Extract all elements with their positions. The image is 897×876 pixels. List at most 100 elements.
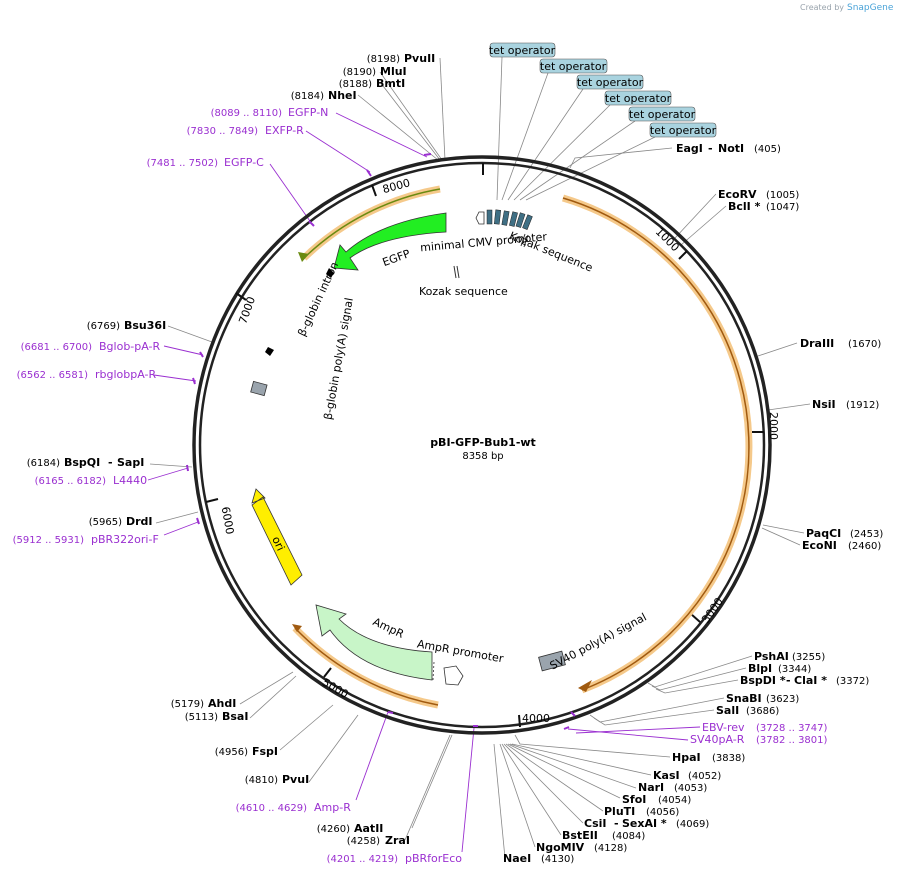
bglobin-polya-label: β-globin poly(A) signal: [322, 297, 356, 421]
enzyme-label[interactable]: ClaI *: [794, 674, 827, 687]
enzyme-label[interactable]: NaeI: [503, 852, 531, 865]
enzyme-label[interactable]: EcoNI: [802, 539, 837, 552]
primer-range: (3782 .. 3801): [756, 735, 828, 746]
enzyme-label[interactable]: SalI: [716, 704, 739, 717]
enzyme-label[interactable]: BlpI: [748, 662, 772, 675]
egfp-feature[interactable]: [333, 212, 447, 271]
primer-label[interactable]: pBRforEco: [405, 852, 462, 865]
enzyme-pos: (405): [754, 144, 781, 155]
enzyme-pos: (4053): [674, 783, 707, 794]
enzyme-pos: (3838): [712, 753, 745, 764]
plasmid-length: 8358 bp: [462, 451, 503, 462]
primer-range: (5912 .. 5931): [13, 535, 85, 546]
enzyme-label[interactable]: BsaI: [222, 710, 248, 723]
enzyme-label[interactable]: MluI: [380, 65, 407, 78]
enzyme-pos: (8198): [367, 54, 400, 65]
enzyme-label[interactable]: SapI: [117, 456, 144, 469]
primer-marks: [186, 153, 576, 730]
enzyme-label[interactable]: NotI: [718, 142, 744, 155]
enzyme-label[interactable]: BspDI *: [740, 674, 786, 687]
primer-range: (7481 .. 7502): [147, 158, 219, 169]
tet-operator-label-6: tet operator: [650, 124, 717, 137]
enzyme-label[interactable]: AhdI: [208, 697, 236, 710]
enzyme-pos: (4054): [658, 795, 691, 806]
bglobin-intron-mark: [326, 268, 334, 278]
primer-label[interactable]: Amp-R: [314, 801, 351, 814]
enzyme-pos: (4810): [245, 775, 278, 786]
leader-lines: [149, 56, 811, 859]
enzyme-label[interactable]: SexAI *: [622, 817, 667, 830]
kozak-label-1: Kozak sequence: [507, 229, 594, 274]
minimal-cmv-feature[interactable]: [475, 211, 485, 225]
enzyme-label[interactable]: FspI: [252, 745, 278, 758]
enzyme-pos: (4956): [215, 747, 248, 758]
primer-label[interactable]: EGFP-N: [288, 106, 328, 119]
tet-operator-box-6[interactable]: [649, 122, 717, 138]
enzyme-pos: (6184): [27, 458, 60, 469]
enzyme-label[interactable]: HpaI: [672, 751, 701, 764]
orf-arrow-head-top: [298, 252, 309, 262]
enzyme-pos: (8190): [343, 67, 376, 78]
enzyme-pos: (4056): [646, 807, 679, 818]
enzyme-label[interactable]: NheI: [328, 89, 357, 102]
tet-operator-boxes[interactable]: [486, 209, 533, 230]
orf-arrow-head-right: [578, 680, 592, 692]
primer-label[interactable]: SV40pA-R: [690, 733, 745, 746]
kozak-label-2: Kozak sequence: [419, 285, 508, 298]
ori-feature[interactable]: [251, 488, 303, 586]
ampr-feature[interactable]: [315, 604, 433, 681]
bglobin-intron-mark-2: [265, 347, 274, 356]
enzyme-label[interactable]: Bsu36I: [124, 319, 166, 332]
enzyme-label[interactable]: BclI *: [728, 200, 761, 213]
enzyme-label[interactable]: NsiI: [812, 398, 836, 411]
enzyme-label[interactable]: SnaBI: [726, 692, 762, 705]
enzyme-pos: (4130): [541, 854, 574, 865]
enzyme-label[interactable]: NgoMIV: [536, 841, 585, 854]
enzyme-label[interactable]: DrdI: [126, 515, 153, 528]
enzyme-label[interactable]: PshAI: [754, 650, 789, 663]
enzyme-pos: (8184): [291, 91, 324, 102]
enzyme-pos: (4260): [317, 824, 350, 835]
enzyme-label[interactable]: EagI: [676, 142, 703, 155]
ampr-promoter-feature[interactable]: [443, 665, 464, 686]
enzyme-label[interactable]: BstEII: [562, 829, 598, 842]
svg-text:-: -: [786, 674, 791, 687]
enzyme-label[interactable]: BmtI: [376, 77, 405, 90]
enzyme-pos: (8188): [339, 79, 372, 90]
enzyme-label[interactable]: KasI: [653, 769, 680, 782]
enzyme-label-2: -: [708, 142, 713, 155]
enzyme-pos: (4052): [688, 771, 721, 782]
primer-label[interactable]: Bglob-pA-R: [99, 340, 161, 353]
enzyme-label[interactable]: PvuI: [282, 773, 309, 786]
primer-label[interactable]: EXFP-R: [265, 124, 304, 137]
sv40-polya-feature[interactable]: [538, 650, 566, 672]
tet-operator-box-5[interactable]: [628, 106, 696, 122]
enzyme-label[interactable]: PluTI: [604, 805, 635, 818]
enzyme-label[interactable]: PaqCI: [806, 527, 841, 540]
enzyme-label[interactable]: AatII: [354, 822, 383, 835]
ampr-label: AmpR: [371, 615, 407, 641]
enzyme-label[interactable]: CsiI: [584, 817, 606, 830]
tick-marks: [205, 163, 764, 728]
tet-operator-box-3[interactable]: [576, 74, 644, 90]
enzyme-label[interactable]: EcoRV: [718, 188, 757, 201]
enzyme-pos: (4069): [676, 819, 709, 830]
primer-label[interactable]: rbglobpA-R: [95, 368, 156, 381]
enzyme-label[interactable]: SfoI: [622, 793, 646, 806]
svg-text:-: -: [108, 456, 113, 469]
enzyme-label[interactable]: ZraI: [385, 834, 410, 847]
primer-label[interactable]: pBR322ori-F: [91, 533, 159, 546]
primer-label[interactable]: EBV-rev: [702, 721, 745, 734]
tet-operator-box-4[interactable]: [604, 90, 672, 106]
enzyme-label[interactable]: PvuII: [404, 52, 435, 65]
primer-label[interactable]: L4440: [113, 474, 147, 487]
tet-operator-box-1[interactable]: [489, 42, 556, 58]
enzyme-pos: (5179): [171, 699, 204, 710]
enzyme-label[interactable]: DraIII: [800, 337, 834, 350]
bglobin-polya-feature[interactable]: [250, 380, 268, 397]
enzyme-label[interactable]: NarI: [638, 781, 664, 794]
enzyme-label[interactable]: BspQI: [64, 456, 100, 469]
primer-label[interactable]: EGFP-C: [224, 156, 264, 169]
enzyme-pos: (5113): [185, 712, 218, 723]
tet-operator-box-2[interactable]: [539, 58, 608, 74]
